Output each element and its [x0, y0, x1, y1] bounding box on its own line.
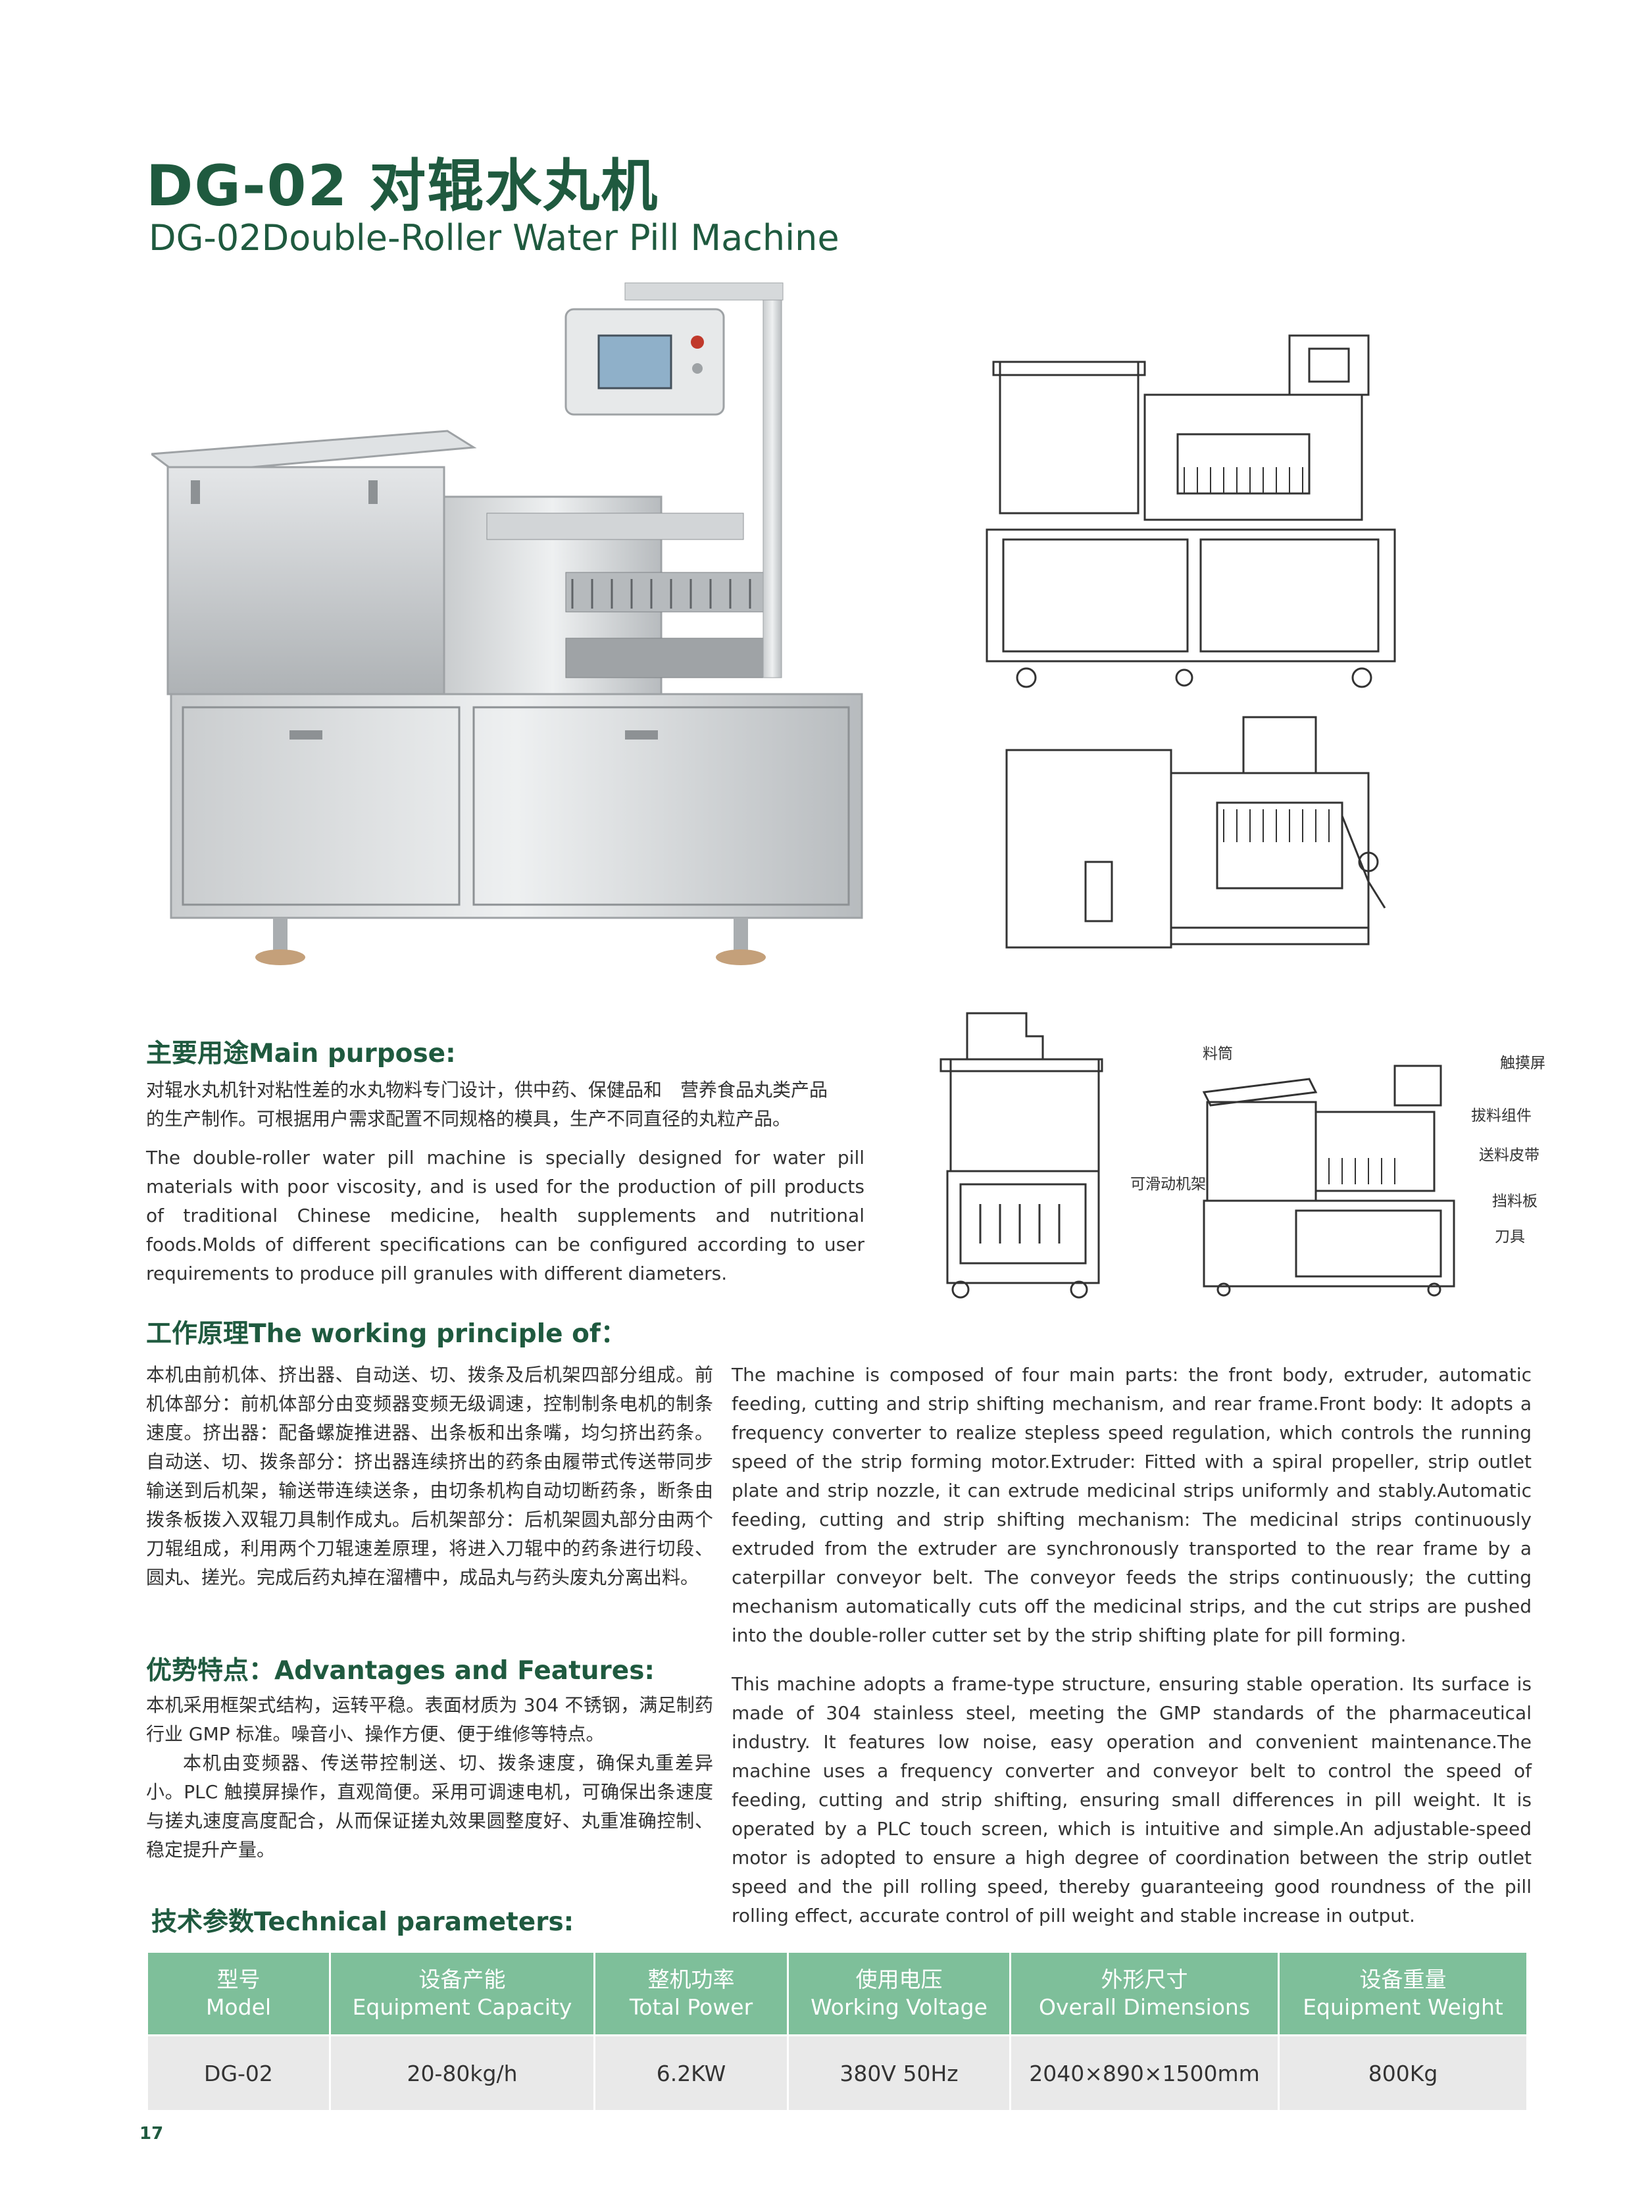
page-number: 17: [139, 2124, 164, 2144]
page-title-en: DG-02Double-Roller Water Pill Machine: [149, 217, 839, 259]
advantages-en: This machine adopts a frame-type structu…: [732, 1673, 1532, 1926]
diagram-label-movable-frame: 可滑动机架: [1130, 1176, 1206, 1193]
main-purpose-en: The double-roller water pill machine is …: [146, 1147, 864, 1284]
working-principle-heading: 工作原理The working principle of：: [146, 1319, 626, 1349]
working-principle-en: The machine is composed of four main par…: [732, 1364, 1532, 1646]
cell-weight: 800Kg: [1278, 2034, 1528, 2112]
line-drawing-top-view: [1005, 716, 1386, 949]
diagram-label-touchscreen: 触摸屏: [1500, 1055, 1545, 1072]
diagram-label-cutting-part: 拔料组件: [1471, 1107, 1532, 1124]
main-purpose-cn-line-1: 对辊水丸机针对粘性差的水丸物料专门设计，供中药、保健品和 营养食品丸类产品: [146, 1079, 828, 1101]
cell-capacity: 20-80kg/h: [329, 2034, 595, 2112]
machine-photo: [151, 282, 863, 965]
cell-model: DG-02: [146, 2034, 331, 2112]
main-purpose-cn: 对辊水丸机针对粘性差的水丸物料专门设计，供中药、保健品和 营养食品丸类产品 的生…: [146, 1076, 870, 1134]
advantages-heading: 优势特点：Advantages and Features:: [146, 1656, 655, 1686]
main-purpose-heading: 主要用途Main purpose:: [146, 1039, 456, 1068]
page-title-cn: DG-02 对辊水丸机: [146, 153, 659, 219]
cell-dimensions: 2040×890×1500mm: [1009, 2034, 1280, 2112]
advantages-cn: 本机采用框架式结构，运转平稳。表面材质为 304 不锈钢，满足制药行业 GMP …: [146, 1691, 713, 1865]
main-purpose-cn-line-2: 的生产制作。可根据用户需求配置不同规格的模具，生产不同直径的丸粒产品。: [146, 1108, 791, 1130]
diagram-label-cutter: 刀具: [1495, 1228, 1525, 1245]
cell-power: 6.2KW: [593, 2034, 789, 2112]
working-principle-cn: 本机由前机体、挤出器、自动送、切、拨条及后机架四部分组成。前机体部分：前机体部分…: [146, 1364, 713, 1588]
advantages-cn-p2: 本机由变频器、传送带控制送、切、拨条速度，确保丸重差异小。PLC 触摸屏操作，直…: [146, 1752, 713, 1861]
diagram-label-hopper: 料筒: [1203, 1045, 1233, 1063]
line-drawing-side-view: [939, 1012, 1103, 1299]
advantages-cn-p1: 本机采用框架式结构，运转平稳。表面材质为 304 不锈钢，满足制药行业 GMP …: [146, 1694, 713, 1745]
diagram-label-belt: 送料皮带: [1479, 1147, 1539, 1164]
table-row: DG-02 20-80kg/h 6.2KW 380V 50Hz 2040×890…: [146, 2034, 1528, 2112]
line-drawing-front-view: [986, 334, 1396, 688]
technical-heading: 技术参数Technical parameters:: [151, 1907, 574, 1937]
labeled-machine-diagram: [1202, 1065, 1455, 1297]
cell-voltage: 380V 50Hz: [787, 2034, 1011, 2112]
diagram-label-baffle: 挡料板: [1492, 1193, 1538, 1210]
